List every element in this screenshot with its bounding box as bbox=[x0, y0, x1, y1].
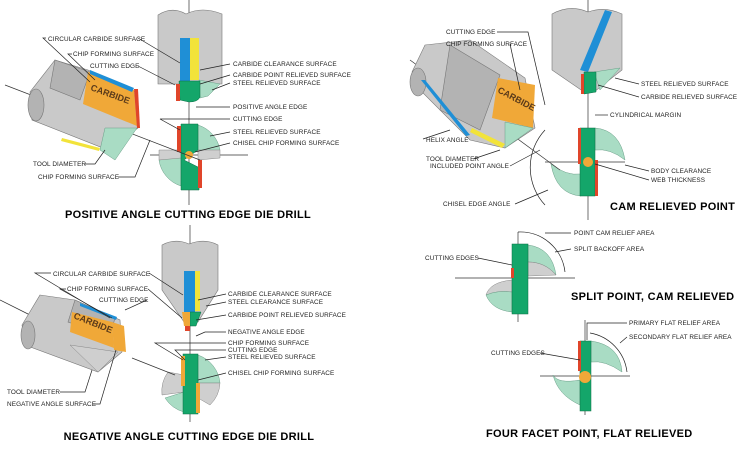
label-circular-carbide-surface-neg: CIRCULAR CARBIDE SURFACE bbox=[53, 271, 150, 278]
negative-side-view-drill bbox=[161, 240, 219, 331]
label-cutting-edges-split: CUTTING EDGES bbox=[425, 255, 479, 262]
label-steel-relieved-surface-cam: STEEL RELIEVED SURFACE bbox=[641, 81, 729, 88]
cam-end-view bbox=[545, 127, 626, 197]
label-cutting-edge-neg: CUTTING EDGE bbox=[99, 297, 149, 304]
label-split-backoff-area: SPLIT BACKOFF AREA bbox=[574, 246, 645, 253]
label-secondary-flat-relief-area: SECONDARY FLAT RELIEF AREA bbox=[629, 334, 732, 341]
label-chip-forming-surface-lower: CHIP FORMING SURFACE bbox=[38, 174, 119, 181]
cam-relieved-panel: CARBIDE CUTTING EDGE CHIP FORMING SURFAC… bbox=[409, 0, 737, 220]
positive-iso-drill: CARBIDE bbox=[4, 59, 201, 161]
positive-angle-panel: CARBIDE CIRCULAR CARBIDE SURFACE CHIP FO… bbox=[4, 0, 351, 221]
label-carbide-point-relieved-surface: CARBIDE POINT RELIEVED SURFACE bbox=[233, 72, 351, 79]
label-cutting-edge-cam: CUTTING EDGE bbox=[446, 29, 496, 36]
label-negative-angle-edge: NEGATIVE ANGLE EDGE bbox=[228, 329, 305, 336]
title-positive-angle: POSITIVE ANGLE CUTTING EDGE DIE DRILL bbox=[65, 209, 311, 221]
label-cutting-edge-end: CUTTING EDGE bbox=[233, 116, 283, 123]
positive-leader-lines bbox=[42, 37, 231, 178]
label-body-clearance: BODY CLEARANCE bbox=[651, 168, 711, 175]
label-tool-diameter-cam: TOOL DIAMETER bbox=[426, 156, 479, 163]
label-web-thickness: WEB THICKNESS bbox=[651, 177, 705, 184]
positive-side-view-drill bbox=[157, 9, 223, 103]
four-facet-panel: PRIMARY FLAT RELIEF AREA SECONDARY FLAT … bbox=[486, 320, 732, 440]
label-chisel-chip-forming-surface: CHISEL CHIP FORMING SURFACE bbox=[233, 140, 339, 147]
label-carbide-clearance-surface: CARBIDE CLEARANCE SURFACE bbox=[233, 61, 337, 68]
label-cylindrical-margin: CYLINDRICAL MARGIN bbox=[610, 112, 681, 119]
label-steel-relieved-surface-end: STEEL RELIEVED SURFACE bbox=[233, 129, 321, 136]
label-carbide-relieved-surface: CARBIDE RELIEVED SURFACE bbox=[641, 94, 737, 101]
label-negative-angle-surface: NEGATIVE ANGLE SURFACE bbox=[7, 401, 96, 408]
cam-side-view-drill bbox=[551, 8, 623, 95]
label-cutting-edges-four-facet: CUTTING EDGES bbox=[491, 350, 545, 357]
label-cutting-edge-neg-end: CUTTING EDGE bbox=[228, 347, 278, 354]
label-chip-forming-surface: CHIP FORMING SURFACE bbox=[73, 51, 154, 58]
title-negative-angle: NEGATIVE ANGLE CUTTING EDGE DIE DRILL bbox=[64, 431, 315, 443]
label-chisel-edge-angle: CHISEL EDGE ANGLE bbox=[443, 201, 511, 208]
label-steel-clearance-surface: STEEL CLEARANCE SURFACE bbox=[228, 299, 323, 306]
label-steel-relieved-surface-neg: STEEL RELIEVED SURFACE bbox=[228, 354, 316, 361]
label-circular-carbide-surface: CIRCULAR CARBIDE SURFACE bbox=[48, 36, 145, 43]
label-chip-forming-surface-neg: CHIP FORMING SURFACE bbox=[67, 286, 148, 293]
positive-end-view bbox=[150, 123, 248, 191]
title-four-facet-point: FOUR FACET POINT, FLAT RELIEVED bbox=[486, 428, 693, 440]
label-chip-forming-surface-neg-end: CHIP FORMING SURFACE bbox=[228, 340, 309, 347]
title-split-point: SPLIT POINT, CAM RELIEVED bbox=[571, 291, 734, 303]
label-tool-diameter-neg: TOOL DIAMETER bbox=[7, 389, 60, 396]
label-positive-angle-edge: POSITIVE ANGLE EDGE bbox=[233, 104, 307, 111]
label-tool-diameter: TOOL DIAMETER bbox=[33, 161, 86, 168]
cam-leader-lines bbox=[422, 31, 650, 206]
split-point-panel: POINT CAM RELIEF AREA SPLIT BACKOFF AREA… bbox=[425, 230, 734, 322]
negative-iso-drill: CARBIDE bbox=[0, 294, 176, 376]
cam-iso-drill: CARBIDE bbox=[409, 39, 561, 171]
label-chisel-chip-forming-surface-neg: CHISEL CHIP FORMING SURFACE bbox=[228, 370, 334, 377]
label-primary-flat-relief-area: PRIMARY FLAT RELIEF AREA bbox=[629, 320, 721, 327]
label-carbide-clearance-surface-neg: CARBIDE CLEARANCE SURFACE bbox=[228, 291, 332, 298]
negative-angle-panel: CARBIDE CIRCULAR CARBIDE SURFACE CHIP FO… bbox=[0, 225, 346, 443]
label-carbide-point-relieved-surface-neg: CARBIDE POINT RELIEVED SURFACE bbox=[228, 312, 346, 319]
label-helix-angle: HELIX ANGLE bbox=[426, 137, 469, 144]
label-chip-forming-surface-cam: CHIP FORMING SURFACE bbox=[446, 41, 527, 48]
label-point-cam-relief-area: POINT CAM RELIEF AREA bbox=[574, 230, 655, 237]
label-included-point-angle: INCLUDED POINT ANGLE bbox=[430, 163, 509, 170]
negative-leader-lines bbox=[33, 272, 227, 405]
label-steel-relieved-surface: STEEL RELIEVED SURFACE bbox=[233, 80, 321, 87]
label-cutting-edge: CUTTING EDGE bbox=[90, 63, 140, 70]
negative-end-view bbox=[161, 353, 221, 415]
title-cam-relieved-point: CAM RELIEVED POINT bbox=[610, 201, 735, 213]
